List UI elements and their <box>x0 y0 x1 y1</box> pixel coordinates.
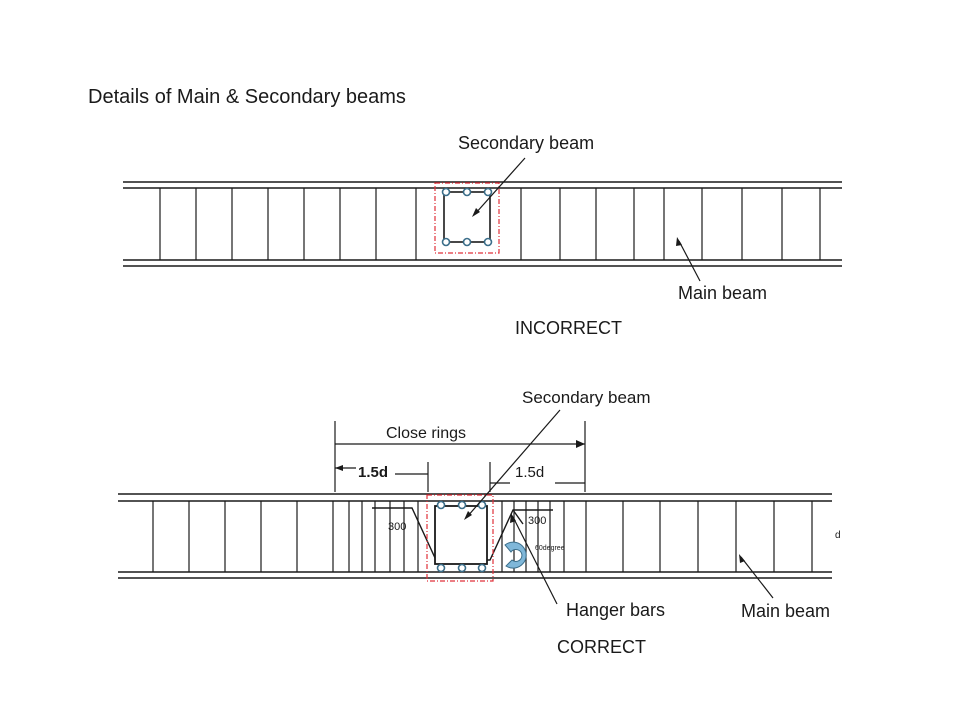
bottom-main-beam <box>118 493 832 579</box>
top-main-label: Main beam <box>678 283 767 303</box>
top-secondary-arrowhead <box>472 208 480 217</box>
top-secondary-label: Secondary beam <box>458 133 594 153</box>
bottom-main-arrowhead <box>739 554 745 563</box>
bottom-stirrups <box>152 501 813 572</box>
right-300-label: 300 <box>528 515 546 527</box>
angle-label: 60degree <box>535 545 565 552</box>
top-stirrups <box>159 188 821 260</box>
bottom-main-label: Main beam <box>741 601 830 621</box>
bottom-verdict: CORRECT <box>557 637 646 657</box>
bottom-secondary-arrowhead <box>464 511 472 520</box>
right-1.5d-label: 1.5d <box>515 464 544 481</box>
bottom-secondary-arrow <box>466 409 561 518</box>
right-1.5d-dimension <box>489 462 585 492</box>
bar-hook-icon <box>504 541 527 569</box>
top-main-arrowhead <box>676 237 682 246</box>
top-secondary-arrow <box>474 157 526 215</box>
hanger-bars-arrow <box>512 516 558 605</box>
bottom-secondary-section <box>426 494 494 582</box>
left-1.5d-dimension <box>335 462 429 492</box>
bottom-secondary-label: Secondary beam <box>522 388 651 407</box>
top-secondary-section <box>434 182 500 254</box>
hanger-bars-label: Hanger bars <box>566 600 665 620</box>
depth-d-label: d <box>835 530 841 541</box>
close-rings-dimension <box>334 421 586 492</box>
hanger-bars-arrowhead <box>510 513 516 523</box>
top-main-arrow <box>678 240 701 282</box>
close-rings-label: Close rings <box>386 425 466 442</box>
bottom-main-arrow <box>740 556 774 599</box>
top-verdict: INCORRECT <box>515 318 622 338</box>
page-title: Details of Main & Secondary beams <box>88 86 406 108</box>
left-1.5d-label: 1.5d <box>358 464 388 481</box>
left-300-label: 300 <box>388 521 406 533</box>
top-main-beam <box>123 181 842 267</box>
